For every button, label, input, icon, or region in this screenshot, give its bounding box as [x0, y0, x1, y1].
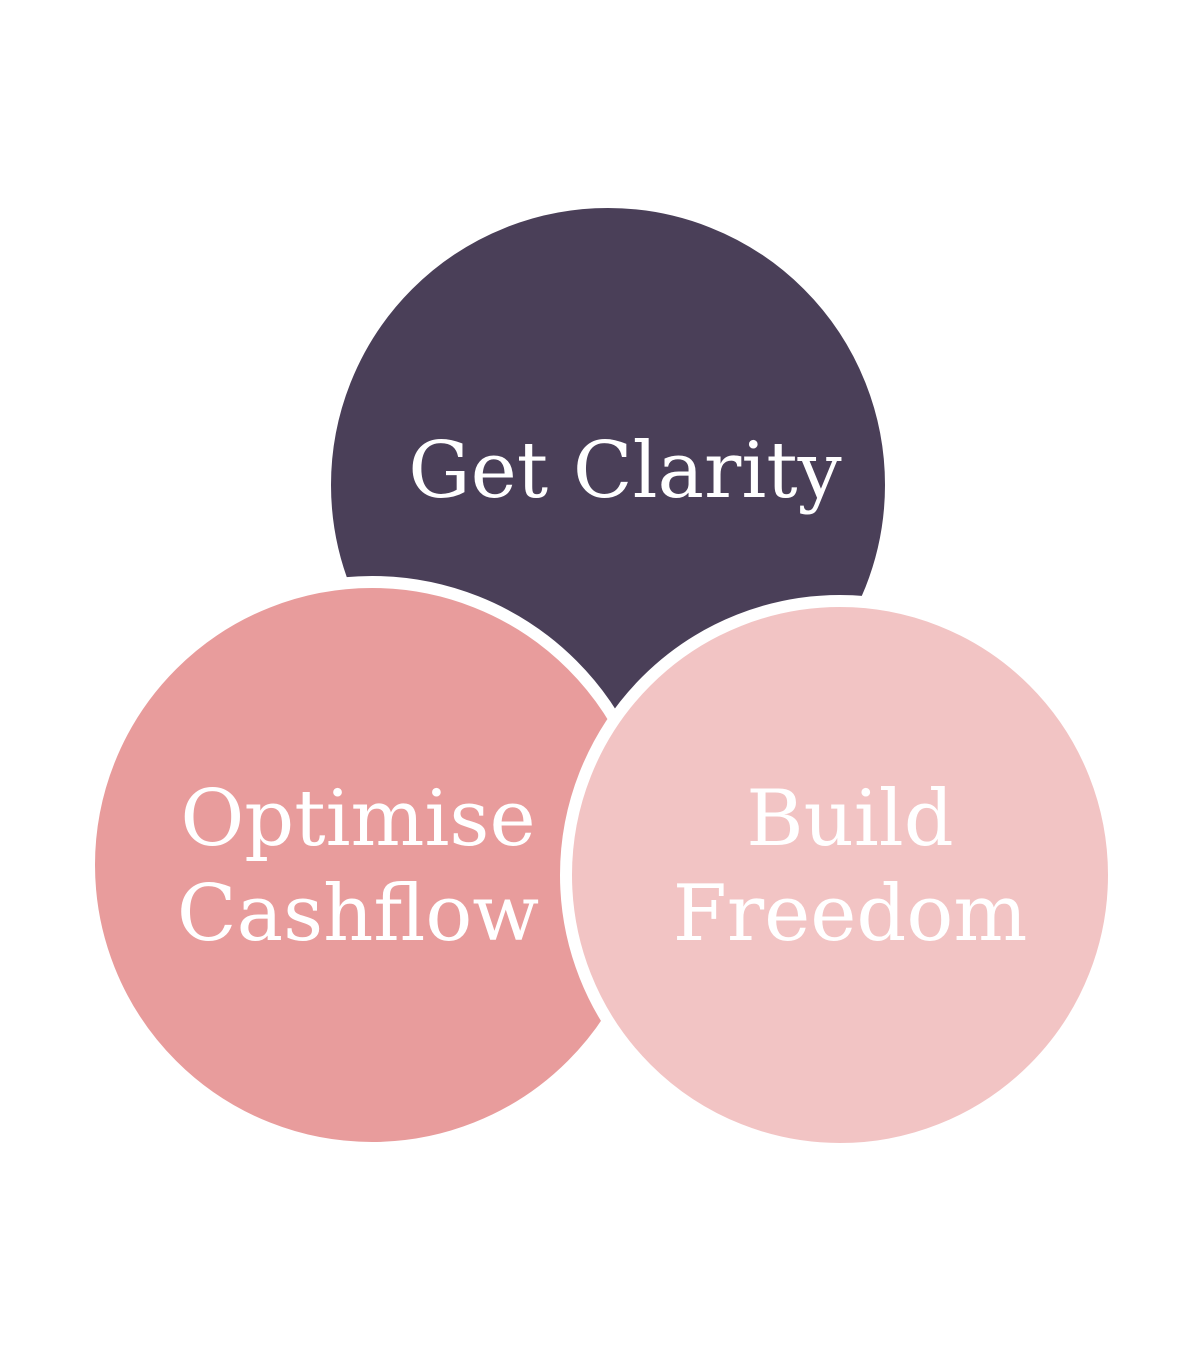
- circle-build-freedom: [560, 595, 1120, 1155]
- cashflow-label: Cashflow: [177, 869, 539, 959]
- build-label: Build: [746, 774, 953, 864]
- get-clarity-label: Get Clarity: [408, 426, 841, 516]
- freedom-label: Freedom: [673, 869, 1028, 959]
- optimise-label: Optimise: [180, 774, 535, 864]
